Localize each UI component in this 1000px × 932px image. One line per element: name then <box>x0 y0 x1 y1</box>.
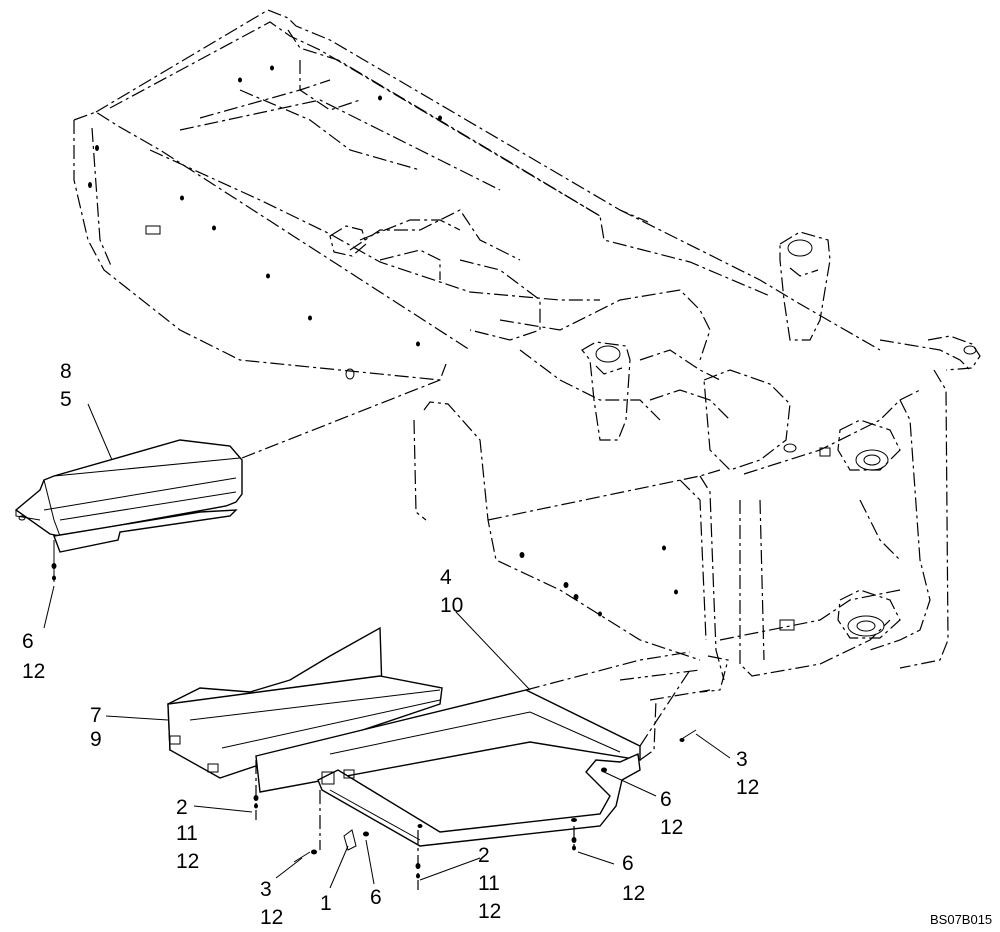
callout-number: 9 <box>90 728 102 751</box>
frame-holes <box>88 65 977 637</box>
callout-number: 8 <box>60 360 72 383</box>
hardware-bolts <box>253 729 697 879</box>
callout-number: 1 <box>320 892 332 915</box>
loader-frame-outline <box>73 9 981 693</box>
callout-2-11-12-left: 2 11 12 <box>176 796 199 873</box>
callout-6-bottom: 6 <box>370 886 382 909</box>
callout-number: 6 <box>370 886 382 909</box>
callout-number: 10 <box>440 594 463 617</box>
callout-4-10: 4 10 <box>440 566 463 617</box>
callout-1: 1 <box>320 892 332 915</box>
callout-8-5: 8 5 <box>60 360 72 411</box>
callout-number: 2 <box>478 844 490 867</box>
callout-number: 12 <box>660 816 683 839</box>
upper-left-cover <box>14 379 441 582</box>
callout-number: 5 <box>60 388 72 411</box>
callout-6-12-mid: 6 12 <box>660 788 683 839</box>
callout-number: 12 <box>622 882 645 905</box>
callout-number: 12 <box>478 900 501 923</box>
callout-6-12-right: 6 12 <box>622 852 645 905</box>
callout-number: 4 <box>440 566 452 589</box>
callout-number: 12 <box>736 776 759 799</box>
callout-number: 6 <box>22 630 34 653</box>
callout-3-12-bottom: 3 12 <box>260 878 283 929</box>
callout-number: 6 <box>622 852 634 875</box>
callout-number: 7 <box>90 704 102 727</box>
leader-lines <box>43 403 731 889</box>
callout-number: 2 <box>176 796 188 819</box>
callout-7-9: 7 9 <box>90 704 102 751</box>
drawing-code: BS07B015 <box>930 912 992 927</box>
callout-number: 3 <box>736 748 748 771</box>
callout-6-12-left: 6 12 <box>22 630 45 683</box>
callout-number: 12 <box>260 906 283 929</box>
callout-2-11-12-center: 2 11 12 <box>478 844 501 923</box>
callout-number: 11 <box>176 822 198 845</box>
callout-number: 11 <box>478 872 500 895</box>
callout-number: 12 <box>22 660 45 683</box>
lower-belly-pan <box>167 626 641 847</box>
callout-number: 6 <box>660 788 672 811</box>
callout-3-12-right: 3 12 <box>736 748 759 799</box>
callout-number: 12 <box>176 850 199 873</box>
callout-number: 3 <box>260 878 272 901</box>
